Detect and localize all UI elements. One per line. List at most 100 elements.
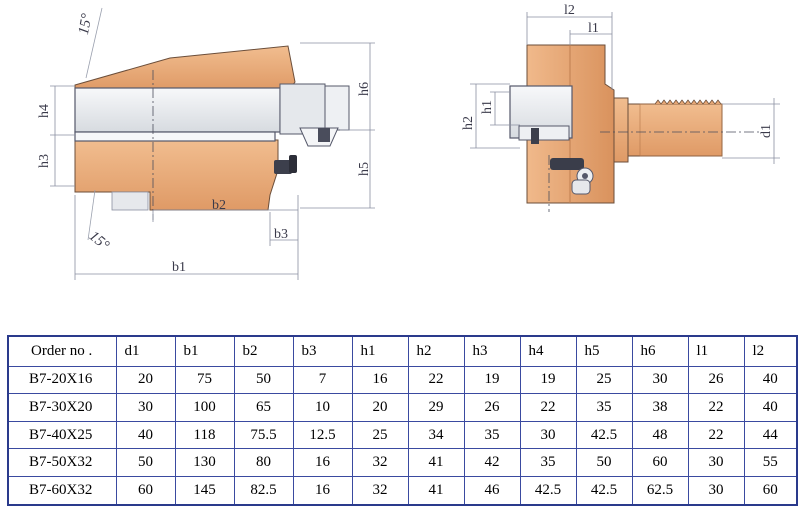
side-clamp-jaw: [518, 125, 570, 141]
table-header-row: Order no . d1 b1 b2 b3 h1 h2 h3 h4 h5 h6…: [7, 335, 798, 367]
table-cell: 60: [115, 476, 176, 506]
front-coolant-screw: [274, 155, 297, 174]
table-cell: 38: [631, 393, 689, 422]
table-cell: 42.5: [575, 476, 633, 506]
header-h6: h6: [631, 335, 689, 367]
table-cell: 44: [743, 420, 798, 450]
table-cell: 48: [631, 420, 689, 450]
side-shank-teeth: [654, 99, 722, 105]
table-cell: 29: [407, 393, 465, 422]
order-no-cell: B7-30X20: [7, 393, 117, 422]
side-coolant-fitting: [550, 158, 594, 195]
table-cell: 22: [687, 393, 745, 422]
front-clamp-screw: [318, 128, 330, 142]
table-cell: 34: [407, 420, 465, 450]
table-cell: 40: [743, 365, 798, 395]
table-cell: 30: [115, 393, 176, 422]
table-cell: 40: [743, 393, 798, 422]
table-cell: 41: [407, 448, 465, 477]
angle-label-bottom: 15°: [86, 228, 112, 254]
dim-label-b3: b3: [274, 227, 288, 242]
angle-label-top: 15°: [76, 12, 95, 35]
table-cell: 19: [519, 365, 577, 395]
table-cell: 35: [575, 393, 633, 422]
table-cell: 60: [631, 448, 689, 477]
table-cell: 42.5: [575, 420, 633, 450]
table-cell: 118: [174, 420, 235, 450]
table-cell: 16: [351, 365, 409, 395]
front-clamp-insert: [74, 87, 281, 133]
table-cell: 42.5: [519, 476, 577, 506]
table-cell: 145: [174, 476, 235, 506]
front-body-top: [74, 45, 296, 91]
side-view: l2 l1 h2 h1 d1: [461, 3, 780, 212]
side-shank-body: [627, 103, 723, 157]
table-cell: 30: [687, 476, 745, 506]
header-l1: l1: [687, 335, 745, 367]
spec-table: Order no . d1 b1 b2 b3 h1 h2 h3 h4 h5 h6…: [7, 335, 798, 506]
table-cell: 55: [743, 448, 798, 477]
dim-label-l2: l2: [564, 3, 575, 18]
table-cell: 30: [687, 448, 745, 477]
table-cell: 75.5: [233, 420, 294, 450]
table-cell: 32: [351, 476, 409, 506]
table-cell: 20: [351, 393, 409, 422]
table-cell: 25: [351, 420, 409, 450]
order-no-cell: B7-60X32: [7, 476, 117, 506]
dim-label-h5: h5: [357, 162, 372, 176]
table-cell: 41: [407, 476, 465, 506]
table-cell: 16: [292, 476, 353, 506]
header-b2: b2: [233, 335, 294, 367]
table-cell: 50: [115, 448, 176, 477]
dim-label-l1: l1: [588, 21, 599, 36]
dim-label-d1: d1: [759, 124, 774, 138]
dim-label-b1: b1: [172, 260, 186, 275]
front-shank: [111, 191, 149, 211]
order-no-cell: B7-50X32: [7, 448, 117, 477]
technical-drawing: 15° 15° h4 h3 h6 h5 b2 b3 b1: [37, 3, 780, 280]
side-shank: [613, 97, 629, 163]
table-cell: 19: [463, 365, 521, 395]
table-cell: 65: [233, 393, 294, 422]
table-cell: 35: [519, 448, 577, 477]
front-clamp-side-2: [324, 85, 350, 131]
table-cell: 10: [292, 393, 353, 422]
header-h5: h5: [575, 335, 633, 367]
table-cell: 30: [519, 420, 577, 450]
front-clamp-side: [279, 83, 326, 135]
dim-label-h4: h4: [37, 104, 52, 118]
header-b3: b3: [292, 335, 353, 367]
dim-label-h3: h3: [37, 154, 52, 168]
header-h3: h3: [463, 335, 521, 367]
table-cell: 22: [407, 365, 465, 395]
table-cell: 75: [174, 365, 235, 395]
header-b1: b1: [174, 335, 235, 367]
table-cell: 50: [233, 365, 294, 395]
order-no-cell: B7-20X16: [7, 365, 117, 395]
table-cell: 130: [174, 448, 235, 477]
dim-label-h1: h1: [480, 100, 495, 114]
order-no-cell: B7-40X25: [7, 420, 117, 450]
table-cell: 42: [463, 448, 521, 477]
table-cell: 26: [687, 365, 745, 395]
table-cell: 35: [463, 420, 521, 450]
dim-label-h2: h2: [461, 116, 476, 130]
table-cell: 32: [351, 448, 409, 477]
table-cell: 100: [174, 393, 235, 422]
table-cell: 20: [115, 365, 176, 395]
dim-label-h6: h6: [357, 82, 372, 96]
header-h2: h2: [407, 335, 465, 367]
header-h1: h1: [351, 335, 409, 367]
table-cell: 30: [631, 365, 689, 395]
table-cell: 62.5: [631, 476, 689, 506]
dim-label-b2: b2: [212, 198, 226, 213]
table-cell: 22: [687, 420, 745, 450]
front-tool-slot: [74, 131, 276, 142]
side-clamp-screw: [531, 128, 539, 144]
header-l2: l2: [743, 335, 798, 367]
